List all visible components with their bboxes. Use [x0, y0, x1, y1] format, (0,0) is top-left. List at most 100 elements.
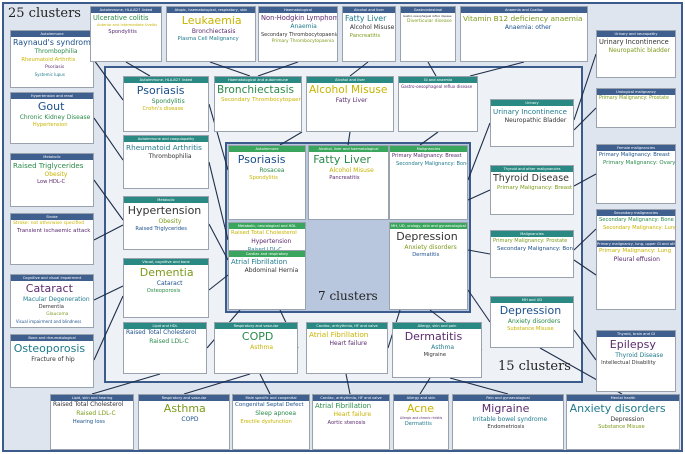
middle-cluster-wordcloud: Gastro-oesophageal reflux disease: [399, 83, 477, 131]
outer-cluster-header: Atopic, haematological, respiratory, ski…: [167, 7, 255, 13]
cluster-word: Psoriasis: [136, 84, 185, 97]
outer-cluster-header: Pain and gynaecological: [453, 395, 563, 401]
cluster-word: Obesity: [158, 217, 182, 225]
cluster-word: Thrombophilia: [34, 48, 78, 56]
outer-cluster-card: Primary malignancy, lung, upper GI and o…: [596, 240, 676, 310]
outer-cluster-header: Gastrointestinal: [401, 7, 455, 13]
outer-cluster-header: Secondary malignancies: [597, 210, 675, 216]
cluster-word: Anaemia: [290, 23, 317, 31]
cluster-word: Alcohol Misuse: [329, 166, 374, 174]
outer-cluster-wordcloud: Primary Malignancy: Prostate: [597, 95, 675, 127]
cluster-word: Primary Malignancy: Breast: [599, 152, 670, 158]
cluster-word: Visual impairment and blindness: [15, 318, 82, 324]
cluster-word: Pancreatitis: [329, 175, 360, 181]
outer-cluster-header: Respiratory and vascular: [139, 395, 229, 401]
cluster-word: Macular Degeneration: [23, 295, 90, 303]
outer-cluster-header: Thyroid, brain and GI: [597, 331, 675, 337]
cluster-word: Anaemia: other: [504, 23, 552, 31]
cluster-link: [208, 274, 229, 291]
cluster-link: [467, 249, 491, 255]
cluster-word: Rosacea: [259, 166, 285, 174]
outer-cluster-header: Autoimmune, HLA-B27 linked: [91, 7, 161, 13]
cluster-word: Rheumatoid Arthritis: [21, 56, 76, 63]
cluster-link: [573, 107, 597, 131]
inner-cluster-wordcloud: Raised Total CholesterolHypertensionRais…: [229, 229, 305, 309]
cluster-word: Dementia: [38, 304, 64, 310]
cluster-word: Raised LDL-C: [248, 247, 282, 253]
cluster-word: Urinary Incontinence: [493, 107, 567, 116]
cluster-word: Asthma: [431, 343, 455, 351]
middle-cluster-header: Autoimmune and coagulopathy: [124, 136, 208, 142]
middle-cluster-header: Allergy, skin and pain: [393, 323, 481, 329]
cluster-word: Dementia: [139, 266, 194, 279]
cluster-word: Heart failure: [329, 339, 368, 347]
cluster-link: [573, 329, 597, 361]
inner-cluster-header: Metabolic, neurological and HDL: [229, 223, 305, 229]
outer-cluster-header: Cognitive and visual impairment: [11, 275, 93, 281]
cluster-word: Spondylitis: [249, 175, 278, 181]
outer-cluster-header: Alcohol and liver: [343, 7, 395, 13]
cluster-link: [467, 122, 491, 181]
cluster-word: Fatty Liver: [335, 97, 368, 105]
cluster-word: Primary Malignancy: Lung: [599, 248, 672, 254]
cluster-link: [419, 377, 431, 395]
cluster-word: Ulcerative colitis: [93, 14, 149, 22]
cluster-word: Thyroid Disease: [493, 173, 570, 184]
inner-cluster-header: Cardiac and respiratory: [229, 251, 305, 257]
cluster-word: Alcohol Misuse: [349, 24, 395, 32]
cluster-word: Anxiety disorders: [569, 402, 666, 415]
cluster-word: COPD: [181, 415, 199, 423]
outer-cluster-header: Allergy and skin: [394, 395, 448, 401]
cluster-word: Asthma: [163, 402, 206, 415]
cluster-link: [349, 61, 369, 77]
cluster-word: Primary Malignancy: Ovary: [603, 159, 676, 166]
cluster-word: Migraine: [423, 352, 447, 358]
cluster-word: Anterior and Intermediate Uveitis: [97, 23, 158, 28]
inner-cluster-header: Malignancies: [390, 146, 467, 152]
cluster-word: Raynaud's syndrome: [13, 38, 94, 47]
middle-cluster-header: Alcohol and liver: [307, 77, 393, 83]
cluster-word: Dermatitis: [404, 330, 463, 343]
cluster-word: Atrial Fibrillation: [231, 258, 288, 266]
cluster-word: Secondary Malignancy: Bone: [599, 217, 674, 223]
cluster-word: Neuropathic bladder: [608, 47, 671, 55]
cluster-word: Atrial Fibrillation: [309, 330, 369, 339]
cluster-word: Hypertension: [127, 204, 202, 217]
outer-cluster-header: Urinary and neuropathy: [597, 31, 675, 37]
cluster-word: Depression: [499, 304, 562, 317]
cluster-word: Secondary Thrombocytopaenia: [261, 31, 338, 38]
middle-cluster-header: Visual, cognitive and bone: [124, 259, 208, 265]
inner-cluster-header: Autoimmune: [229, 146, 305, 152]
cluster-word: Cataract: [156, 279, 183, 287]
cluster-word: Anxiety disorders: [404, 243, 457, 251]
